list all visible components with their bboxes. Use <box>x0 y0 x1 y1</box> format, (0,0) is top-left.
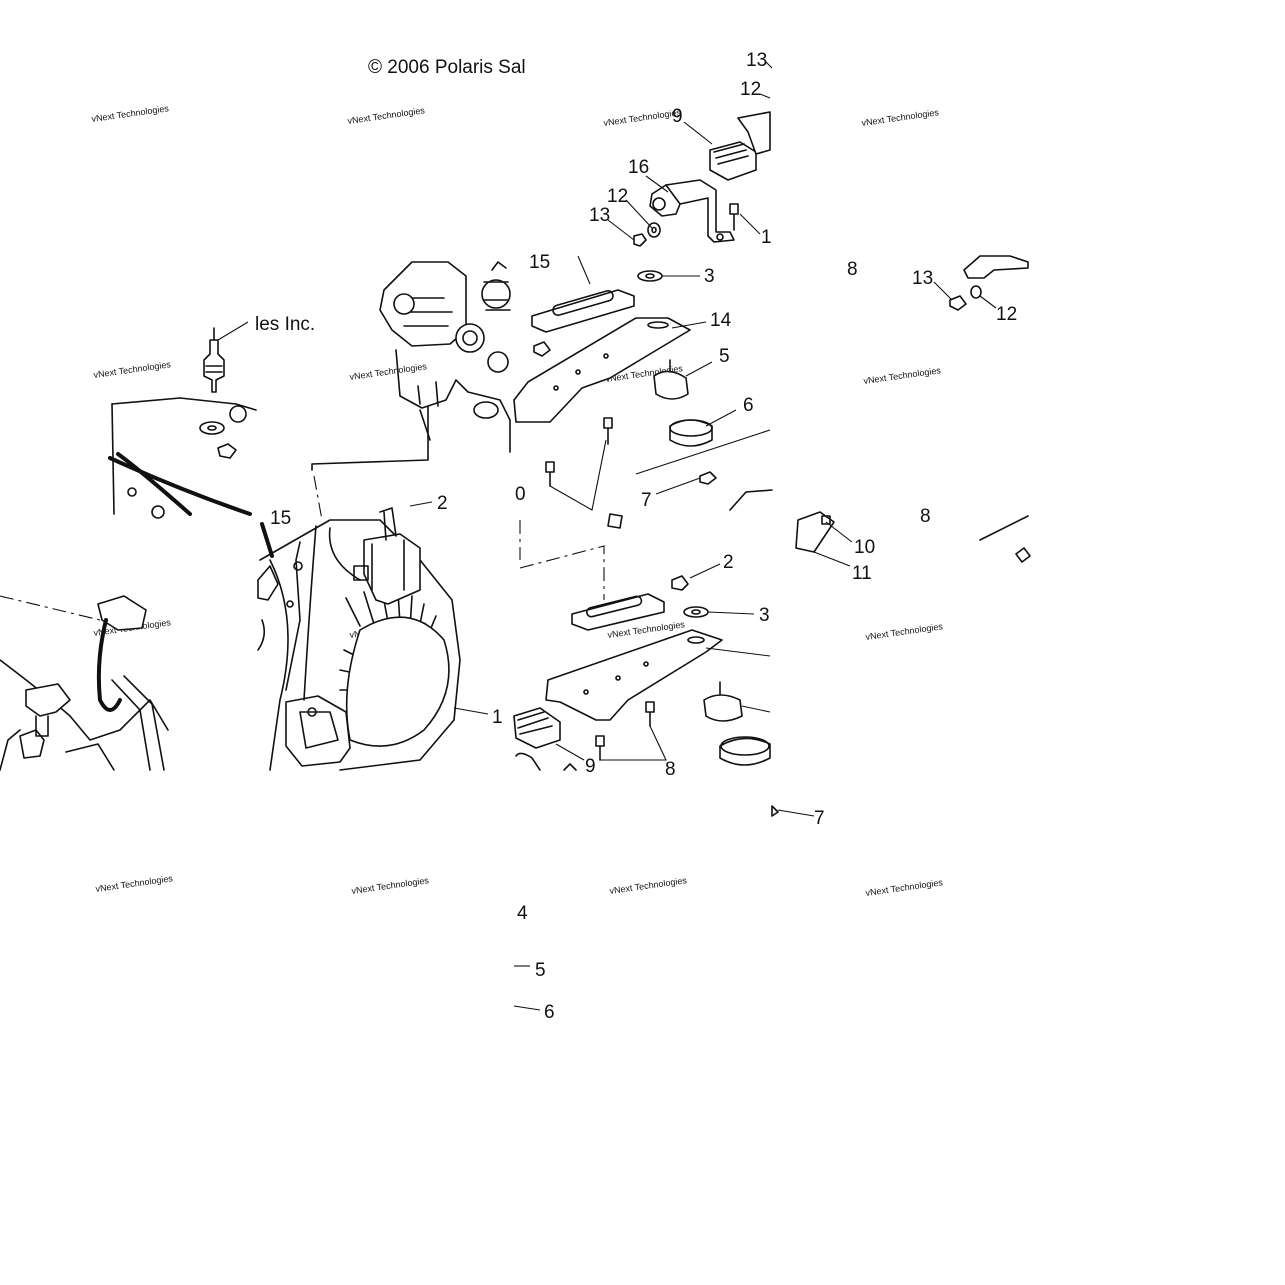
watermark: vNext Technologies <box>347 105 426 126</box>
copyright-text-b: les Inc. <box>255 314 315 335</box>
cylinder-head <box>108 321 257 519</box>
callout-8: 8 <box>920 506 931 527</box>
callout-labels: 13 12 9 16 12 13 1 15 3 14 5 6 7 8 13 12… <box>270 50 1017 1023</box>
mount-plate-14 <box>513 317 691 423</box>
copyright-notice: © 2006 Polaris Sal les Inc. <box>255 57 526 335</box>
callout-7: 7 <box>814 808 825 829</box>
callout-13: 13 <box>589 205 610 226</box>
watermark: vNext Technologies <box>351 875 430 896</box>
rubber-mount-9 <box>709 141 757 181</box>
slotted-insulator-15 <box>531 289 635 333</box>
callout-3: 3 <box>759 605 770 626</box>
watermark: vNext Technologies <box>609 875 688 896</box>
callout-15: 15 <box>270 508 291 529</box>
mount-bracket-16 <box>665 179 735 243</box>
callout-8: 8 <box>665 759 676 780</box>
upper-mount-bracket-assembly <box>633 111 771 247</box>
watermark: vNext Technologies <box>863 365 942 386</box>
callout-10: 10 <box>854 537 875 558</box>
callout-5: 5 <box>719 346 730 367</box>
callout-8: 8 <box>847 259 858 280</box>
watermark: vNext Technologies <box>93 359 172 380</box>
callout-6: 6 <box>544 1002 555 1023</box>
callout-12: 12 <box>996 304 1017 325</box>
callout-11: 11 <box>852 563 872 584</box>
mount-plate-assembly <box>513 270 717 529</box>
ignition-coil-2 <box>363 533 421 605</box>
watermark: vNext Technologies <box>349 361 428 382</box>
callout-12: 12 <box>607 186 628 207</box>
watermark: vNext Technologies <box>865 877 944 898</box>
callout-13: 13 <box>746 50 767 71</box>
watermark: vNext Technologies <box>95 873 174 894</box>
callout-9: 9 <box>585 756 596 777</box>
callout-2: 2 <box>723 552 734 573</box>
copyright-text-a: © 2006 Polaris Sal <box>368 57 526 78</box>
callout-5: 5 <box>535 960 546 981</box>
spark-plug-boot <box>25 683 71 717</box>
callout-6: 6 <box>743 395 754 416</box>
callout-12: 12 <box>740 79 761 100</box>
recoil-starter-1 <box>345 616 450 747</box>
carburetor <box>379 261 467 347</box>
callout-7: 7 <box>641 490 652 511</box>
callout-3: 3 <box>704 266 715 287</box>
leader-lines <box>409 61 997 1011</box>
callout-0: 0 <box>515 484 526 505</box>
callout-1: 1 <box>492 707 503 728</box>
recoil-starter-area <box>257 507 461 771</box>
watermark: vNext Technologies <box>865 621 944 642</box>
right-fastener-set <box>729 255 1031 563</box>
watermark: vNext Technologies <box>91 103 170 124</box>
callout-15: 15 <box>529 252 550 273</box>
watermark: vNext Technologies <box>861 107 940 128</box>
mount-plate-lower <box>545 629 723 721</box>
callout-16: 16 <box>628 157 649 178</box>
lower-mount-assembly <box>513 520 771 771</box>
callout-9: 9 <box>672 106 683 127</box>
rubber-mount-5 <box>653 370 689 400</box>
callout-13: 13 <box>912 268 933 289</box>
callout-4: 4 <box>517 903 528 924</box>
starter-handle <box>285 695 351 767</box>
callout-1: 1 <box>761 227 772 248</box>
callout-14: 14 <box>710 310 732 331</box>
watermark: vNext Technologies <box>603 107 682 128</box>
engine-top-end <box>311 261 511 521</box>
callout-2: 2 <box>437 493 448 514</box>
ignition-lead <box>0 595 169 771</box>
